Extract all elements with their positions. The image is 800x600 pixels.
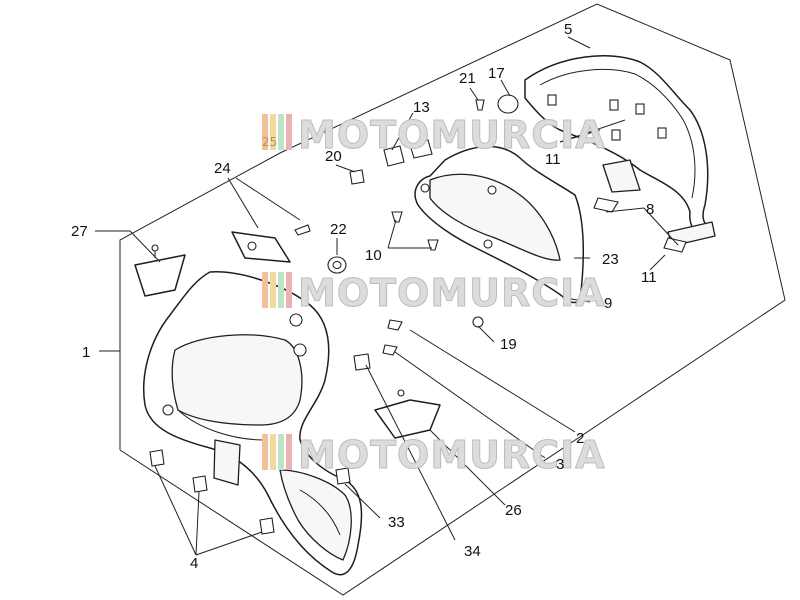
callout-13: 13 (413, 99, 430, 116)
callout-17: 17 (488, 65, 505, 82)
callout-labels: 1 2 3 4 5 8 9 10 11 11 13 17 19 20 21 22… (71, 21, 657, 572)
part-19-nut (472, 316, 484, 328)
part-1-glove-box (143, 271, 363, 576)
callout-8: 8 (646, 201, 654, 218)
part-20-clip (349, 169, 365, 185)
part-13-clamp (383, 139, 433, 167)
part-33-clip (335, 467, 351, 485)
part-9-inner-panel (414, 145, 584, 304)
callout-20: 20 (325, 148, 342, 165)
watermark-text: MOTOMURCIA (298, 271, 606, 315)
callout-4: 4 (190, 555, 198, 572)
callout-27: 27 (71, 223, 88, 240)
part-24-bracket (231, 224, 311, 263)
part-8-clips (593, 197, 687, 253)
callout-9: 9 (604, 295, 612, 312)
part-26-tray (374, 389, 441, 439)
callout-34: 34 (464, 543, 481, 560)
watermark-bottom: MOTOMURCIA (262, 433, 606, 478)
part-27-bracket (134, 244, 186, 297)
callout-1: 1 (82, 344, 90, 361)
part-3-screw (382, 344, 398, 356)
callout-11-top: 11 (545, 151, 561, 168)
callout-2: 2 (576, 430, 584, 447)
callout-22: 22 (330, 221, 347, 238)
callout-19: 19 (500, 336, 517, 353)
part-22-grommet (327, 256, 347, 274)
callout-5: 5 (564, 21, 572, 38)
callout-33: 33 (388, 514, 405, 531)
watermark-middle: MOTOMURCIA (262, 271, 606, 316)
callout-23: 23 (602, 251, 619, 268)
callout-21: 21 (459, 70, 476, 87)
watermark-text: MOTOMURCIA (298, 113, 606, 157)
watermark-text: MOTOMURCIA (298, 433, 606, 477)
leader-lines (95, 36, 679, 556)
watermark-top: 25 MOTOMURCIA (262, 113, 606, 158)
callout-26: 26 (505, 502, 522, 519)
callout-11-bottom: 11 (641, 269, 657, 286)
callout-24: 24 (214, 160, 231, 177)
watermark-badge-number: 25 (262, 135, 277, 149)
callout-3: 3 (556, 456, 564, 473)
assembly-frame (119, 3, 786, 596)
part-4-clips (149, 449, 275, 535)
part-2-screw (387, 319, 403, 331)
part-17-cap (497, 94, 519, 114)
part-5-upper-cover (524, 55, 716, 247)
part-21-screw (475, 99, 485, 111)
callout-10: 10 (365, 247, 382, 264)
